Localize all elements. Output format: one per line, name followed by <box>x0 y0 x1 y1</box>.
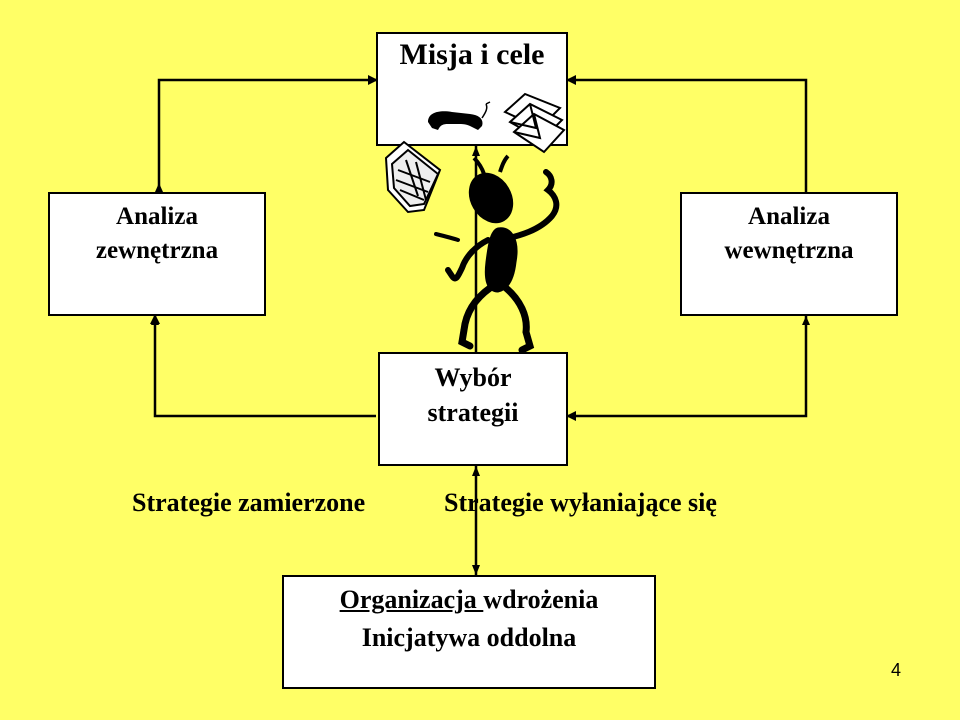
telephone-icon <box>428 101 491 130</box>
strategy-choice-box: Wybór strategii <box>378 352 568 466</box>
organization-line2: Inicjatywa oddolna <box>361 623 577 652</box>
choice-organization-arrow <box>472 466 480 575</box>
page-number: 4 <box>891 660 902 680</box>
internal-analysis-line1: Analiza <box>748 203 830 230</box>
intended-strategies-label: Strategie zamierzone <box>132 488 366 517</box>
external-analysis-line1: Analiza <box>116 203 198 230</box>
strategy-choice-line2: strategii <box>427 398 519 427</box>
organization-underlined-word: Organizacja <box>339 585 484 614</box>
papers-icon <box>384 140 442 214</box>
left-loop-arrow <box>150 75 378 418</box>
organization-line1: Organizacja wdrożenia <box>284 581 654 619</box>
internal-analysis-line2: wewnętrzna <box>724 237 854 264</box>
external-analysis-line2: zewnętrzna <box>95 237 219 264</box>
emergent-strategies-label: Strategie wyłaniające się <box>444 488 717 517</box>
organization-box: Organizacja wdrożenia Inicjatywa oddolna <box>282 575 656 689</box>
organization-line1-rest: wdrożenia <box>483 585 599 614</box>
strategy-choice-line1: Wybór <box>434 363 512 392</box>
right-loop-arrow <box>566 75 810 421</box>
mission-goals-title: Misja i cele <box>399 38 545 71</box>
internal-analysis-box: Analiza wewnętrzna <box>680 192 898 316</box>
external-analysis-box: Analiza zewnętrzna <box>48 192 266 316</box>
stick-figure-icon <box>434 154 560 354</box>
envelopes-icon <box>503 92 566 154</box>
